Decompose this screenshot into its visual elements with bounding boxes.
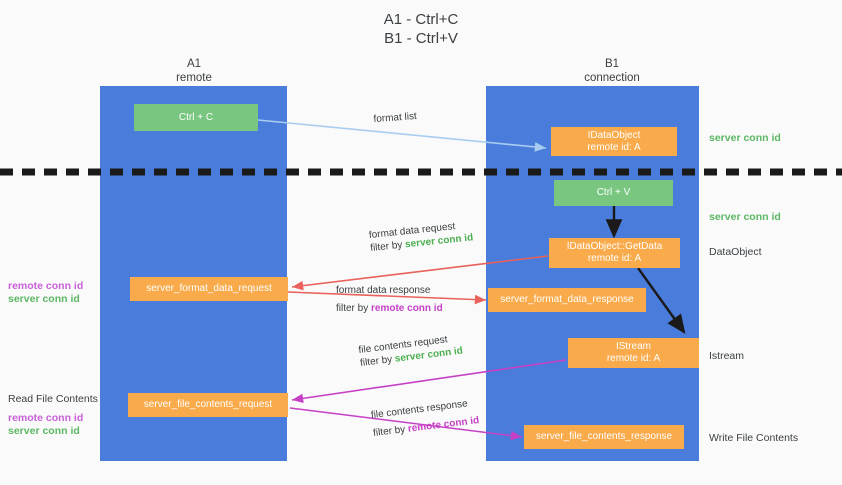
column-header-b1: B1 connection (532, 58, 692, 85)
filter-by-text: filter by (369, 239, 406, 255)
column-header-a1-sub: remote (176, 71, 212, 84)
node-istream-title: IStream (615, 341, 651, 352)
edge-label-format-data-response-line2: filter by remote conn id (336, 302, 443, 315)
diagram-title: A1 - Ctrl+C B1 - Ctrl+V (383, 11, 459, 47)
side-label-istream: Istream (709, 350, 745, 362)
node-idataobject-getdata[interactable]: IDataObject::GetData remote id: A (549, 238, 680, 268)
side-label-write-file-contents: Write File Contents (709, 432, 799, 444)
side-label-server-conn-id-second: server conn id (709, 211, 781, 223)
filter-by-text: filter by (359, 353, 396, 370)
node-getdata-remote-id: remote id: A (587, 253, 642, 264)
node-server-format-data-response[interactable]: server_format_data_response (488, 288, 646, 312)
remote-conn-id-highlight: remote conn id (371, 303, 443, 314)
edge-label-format-data-response: format data response filter by remote co… (336, 284, 443, 315)
side-label-remote-conn-id-lower: remote conn id (8, 412, 84, 424)
node-istream-remote-id: remote id: A (606, 353, 661, 364)
column-header-b1-sub: connection (584, 71, 640, 84)
node-ctrl-c[interactable]: Ctrl + C (134, 104, 258, 131)
node-server-file-contents-request-label: server_file_contents_request (143, 399, 273, 410)
edge-label-format-data-request: format data request filter by server con… (368, 218, 474, 255)
side-label-remote-conn-id-upper: remote conn id (8, 280, 84, 292)
node-server-file-contents-response-label: server_file_contents_response (535, 431, 673, 442)
edge-label-file-contents-request: file contents request filter by server c… (358, 332, 464, 370)
edge-label-format-data-response-line1: format data response (336, 285, 431, 296)
node-server-format-data-request-label: server_format_data_request (146, 283, 272, 294)
node-ctrl-c-label: Ctrl + C (178, 111, 214, 123)
node-istream[interactable]: IStream remote id: A (568, 338, 699, 368)
node-server-format-data-request[interactable]: server_format_data_request (130, 277, 288, 301)
filter-by-text: filter by (336, 303, 372, 314)
column-header-a1-name: A1 (186, 58, 202, 70)
side-label-read-file-contents: Read File Contents (8, 393, 98, 405)
side-label-server-conn-id-top: server conn id (709, 132, 781, 144)
node-server-file-contents-response[interactable]: server_file_contents_response (524, 425, 684, 449)
node-set-clipboard-title: IDataObject (587, 129, 641, 141)
node-server-file-contents-request[interactable]: server_file_contents_request (128, 393, 288, 417)
edge-label-file-contents-response: file contents response filter by remote … (370, 396, 480, 440)
filter-by-text: filter by (372, 423, 409, 440)
node-ctrl-v-label: Ctrl + V (596, 187, 631, 198)
remote-conn-id-highlight: remote conn id (407, 415, 480, 435)
side-label-dataobject: DataObject (709, 246, 762, 258)
edge-label-format-list: format list (373, 111, 418, 126)
node-server-format-data-response-label: server_format_data_response (500, 294, 634, 305)
column-header-b1-name: B1 (604, 58, 620, 70)
node-getdata-title: IDataObject::GetData (566, 241, 663, 252)
node-set-clipboard-dataobject[interactable]: IDataObject remote id: A (551, 127, 677, 156)
node-ctrl-v[interactable]: Ctrl + V (554, 180, 673, 206)
column-header-a1: A1 remote (114, 58, 274, 85)
side-label-server-conn-id-lower: server conn id (8, 425, 80, 437)
node-set-clipboard-remote-id: remote id: A (587, 141, 641, 153)
side-label-server-conn-id-upper: server conn id (8, 293, 80, 305)
